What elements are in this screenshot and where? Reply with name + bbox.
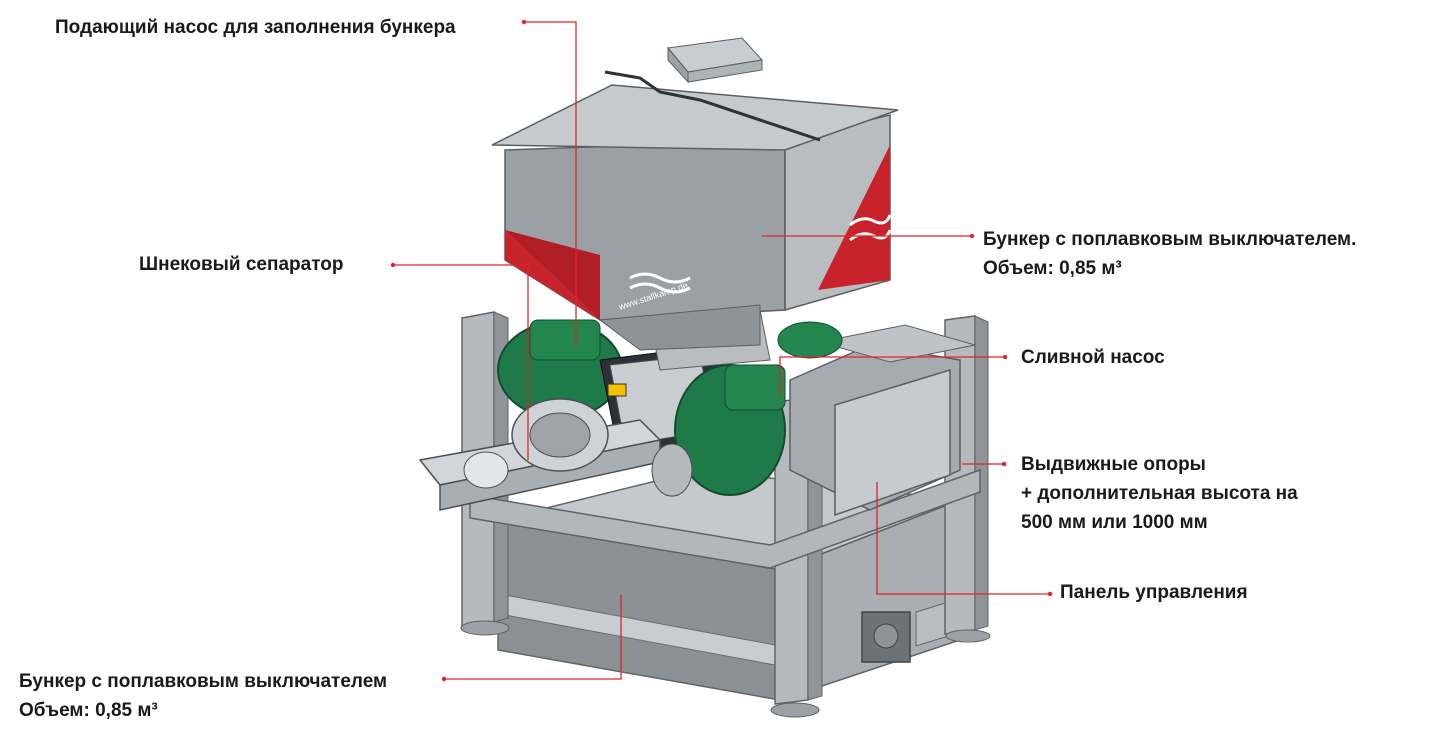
label-screw-separator: Шнековый сепаратор bbox=[139, 250, 343, 279]
label-feed-pump: Подающий насос для заполнения бункера bbox=[55, 13, 456, 42]
label-legs-line1: Выдвижные опоры bbox=[1021, 454, 1206, 475]
label-bottom-hopper-line2: Объем: 0,85 м³ bbox=[19, 700, 158, 721]
label-feed-pump-text: Подающий насос для заполнения бункера bbox=[55, 17, 456, 38]
top-hopper: www.stallkamp.de bbox=[491, 37, 899, 351]
label-control-panel-text: Панель управления bbox=[1060, 582, 1248, 603]
label-drain-pump: Сливной насос bbox=[1021, 343, 1165, 372]
bottom-hopper bbox=[497, 469, 969, 702]
label-bottom-hopper: Бункер с поплавковым выключателем Объем:… bbox=[19, 667, 387, 725]
control-cabinet bbox=[789, 324, 976, 517]
leader-dot bbox=[1002, 354, 1008, 360]
label-drain-pump-text: Сливной насос bbox=[1021, 347, 1165, 368]
label-top-hopper: Бункер с поплавковым выключателем. Объем… bbox=[983, 225, 1356, 283]
screw-separator-tray bbox=[418, 398, 693, 511]
label-bottom-hopper-line1: Бункер с поплавковым выключателем bbox=[19, 671, 388, 692]
leader-dot bbox=[441, 676, 447, 682]
leader-dot bbox=[390, 262, 396, 268]
label-legs-line3: 500 мм или 1000 мм bbox=[1021, 512, 1208, 533]
leader-dot bbox=[969, 233, 975, 239]
leader-dot bbox=[1047, 591, 1053, 597]
label-legs-line2: + дополнительная высота на bbox=[1021, 483, 1298, 504]
leader-dot bbox=[1001, 461, 1007, 467]
label-legs: Выдвижные опоры + дополнительная высота … bbox=[1021, 450, 1298, 537]
frame bbox=[469, 468, 981, 569]
label-screw-separator-text: Шнековый сепаратор bbox=[139, 254, 344, 275]
leader-dot bbox=[521, 19, 527, 25]
label-control-panel: Панель управления bbox=[1060, 578, 1248, 607]
label-top-hopper-line2: Объем: 0,85 м³ bbox=[983, 258, 1122, 279]
label-top-hopper-line1: Бункер с поплавковым выключателем. bbox=[983, 229, 1357, 250]
